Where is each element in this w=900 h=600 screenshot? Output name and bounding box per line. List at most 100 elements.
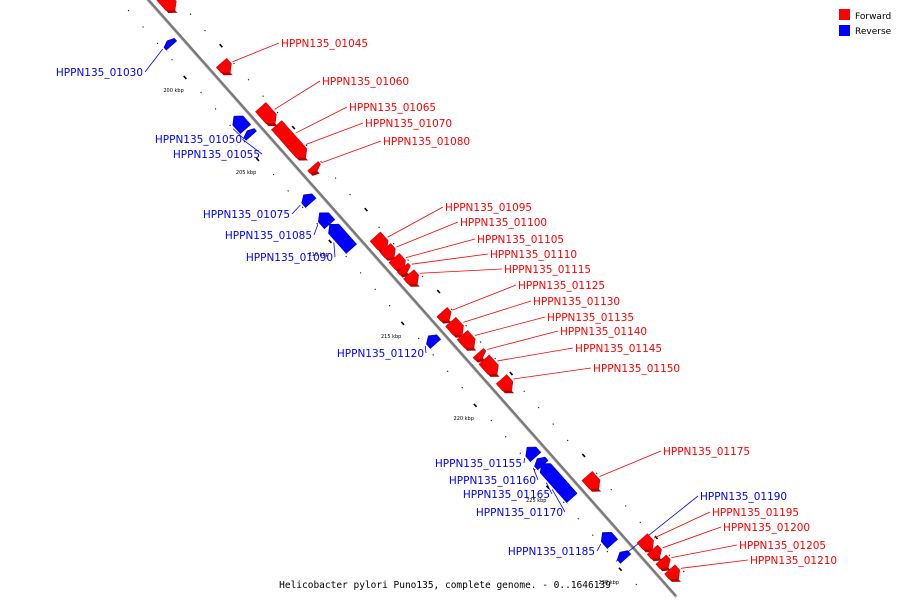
gene-arrow-hppn135_01140[interactable] — [472, 347, 487, 361]
gene-arrow-hppn135_01070[interactable] — [286, 138, 308, 159]
minor-tick — [562, 501, 565, 504]
gene-leader-line — [653, 511, 711, 539]
gene-arrow-hppn135_01110[interactable] — [397, 262, 411, 276]
gene-arrow[interactable] — [154, 0, 177, 11]
minor-tick — [200, 91, 202, 94]
minor-tick — [316, 222, 318, 225]
gene-arrow-hppn135_01105[interactable] — [388, 252, 406, 270]
minor-tick — [552, 423, 554, 425]
gene-arrow-hppn135_01155[interactable] — [525, 446, 542, 463]
gene-arrow-hppn135_01210[interactable] — [664, 564, 681, 580]
gene-arrow-hppn135_01195[interactable] — [636, 533, 654, 551]
gene-arrow-hppn135_01095[interactable] — [369, 231, 389, 251]
minor-tick — [262, 95, 264, 97]
gene-arrow-shade — [156, 0, 178, 13]
gene-arrow-hppn135_01100[interactable] — [379, 243, 396, 259]
gene-leader-line — [551, 489, 566, 513]
gene-arrow-hppn135_01185[interactable] — [600, 532, 619, 549]
minor-tick — [301, 206, 304, 209]
minor-tick — [407, 259, 409, 261]
gene-label-hppn135_01050: HPPN135_01050 — [155, 134, 242, 146]
major-tick — [436, 289, 441, 294]
gene-arrow-hppn135_01130[interactable] — [445, 316, 464, 336]
gene-arrow-hppn135_01030[interactable] — [163, 38, 178, 51]
minor-tick — [595, 472, 598, 475]
gene-arrow-hppn135_01120[interactable] — [426, 334, 442, 349]
gene-arrow-hppn135_01125[interactable] — [436, 306, 452, 322]
gene-arrow-hppn135_01055[interactable] — [243, 128, 257, 141]
gene-label-hppn135_01085: HPPN135_01085 — [225, 230, 312, 242]
gene-arrow-hppn135_01145[interactable] — [478, 354, 499, 375]
gene-leader-line — [419, 268, 503, 274]
minor-tick — [243, 140, 246, 143]
gene-label-hppn135_01150: HPPN135_01150 — [593, 363, 680, 375]
gene-arrow-shade — [403, 278, 420, 287]
major-tick — [328, 239, 333, 244]
gene-leader-line — [387, 206, 444, 238]
minor-tick — [378, 226, 380, 229]
gene-label-hppn135_01045: HPPN135_01045 — [281, 38, 368, 50]
major-tick — [291, 125, 296, 130]
gene-arrow-hppn135_01170[interactable] — [544, 468, 578, 504]
gene-leader-line — [615, 495, 699, 562]
gene-label-hppn135_01140: HPPN135_01140 — [560, 326, 647, 338]
gene-arrow-hppn135_01150[interactable] — [495, 374, 514, 392]
gene-leader-line — [487, 330, 559, 350]
gene-arrow-hppn135_01075[interactable] — [301, 193, 317, 208]
gene-arrow-hppn135_01175[interactable] — [581, 470, 601, 490]
gene-arrow-hppn135_01090[interactable] — [328, 223, 358, 254]
minor-tick — [421, 275, 424, 278]
gene-arrow-shade — [581, 480, 602, 492]
gene-arrow-shade — [307, 170, 320, 176]
gene-label-hppn135_01165: HPPN135_01165 — [463, 489, 550, 501]
gene-leader-line — [321, 140, 382, 163]
gene-leader-line — [144, 48, 163, 73]
minor-tick — [287, 190, 289, 192]
gene-label-hppn135_01175: HPPN135_01175 — [663, 446, 750, 458]
gene-label-hppn135_01065: HPPN135_01065 — [349, 102, 436, 114]
minor-tick — [682, 570, 685, 573]
minor-tick — [566, 439, 569, 442]
gene-leader-line — [411, 253, 489, 265]
minor-tick — [276, 111, 279, 114]
gene-arrow-shade — [457, 339, 477, 351]
gene-label-hppn135_01105: HPPN135_01105 — [477, 234, 564, 246]
gene-arrow-hppn135_01190[interactable] — [616, 550, 632, 564]
gene-leader-line — [291, 204, 301, 215]
minor-tick — [432, 354, 434, 356]
gene-leader-line — [333, 242, 336, 258]
minor-tick — [610, 488, 613, 491]
minor-tick — [668, 554, 671, 556]
gene-leader-line — [680, 559, 749, 569]
gene-arrow-hppn135_01060[interactable] — [255, 102, 277, 124]
minor-tick — [171, 58, 173, 61]
gene-arrow-shade — [255, 111, 278, 127]
minor-tick — [533, 468, 536, 471]
gene-arrow-hppn135_01085[interactable] — [318, 212, 336, 230]
gene-label-hppn135_01075: HPPN135_01075 — [203, 209, 290, 221]
legend-forward-label: Forward — [855, 12, 891, 22]
gene-label-hppn135_01060: HPPN135_01060 — [322, 76, 409, 88]
minor-tick — [233, 62, 235, 65]
minor-tick — [334, 177, 337, 179]
gene-label-hppn135_01200: HPPN135_01200 — [723, 522, 810, 534]
major-tick — [473, 403, 478, 408]
gene-arrow-hppn135_01045[interactable] — [215, 57, 232, 74]
gene-leader-line — [671, 544, 738, 559]
minor-tick — [320, 160, 322, 163]
gene-label-hppn135_01130: HPPN135_01130 — [533, 296, 620, 308]
minor-tick — [349, 193, 351, 196]
gene-arrow-hppn135_01115[interactable] — [403, 269, 419, 285]
minor-tick — [247, 78, 250, 81]
gene-label-hppn135_01210: HPPN135_01210 — [750, 555, 837, 567]
gene-label-hppn135_01155: HPPN135_01155 — [435, 458, 522, 470]
gene-arrow-hppn135_01135[interactable] — [456, 329, 476, 349]
minor-tick — [504, 436, 507, 438]
gene-arrow-hppn135_01080[interactable] — [307, 161, 321, 174]
gene-arrow-hppn135_01205[interactable] — [655, 554, 671, 569]
gene-leader-line — [242, 138, 263, 155]
gene-arrow-hppn135_01050[interactable] — [232, 115, 252, 135]
gene-label-hppn135_01030: HPPN135_01030 — [56, 67, 143, 79]
minor-tick — [142, 26, 144, 28]
gene-arrow-hppn135_01200[interactable] — [646, 544, 662, 560]
